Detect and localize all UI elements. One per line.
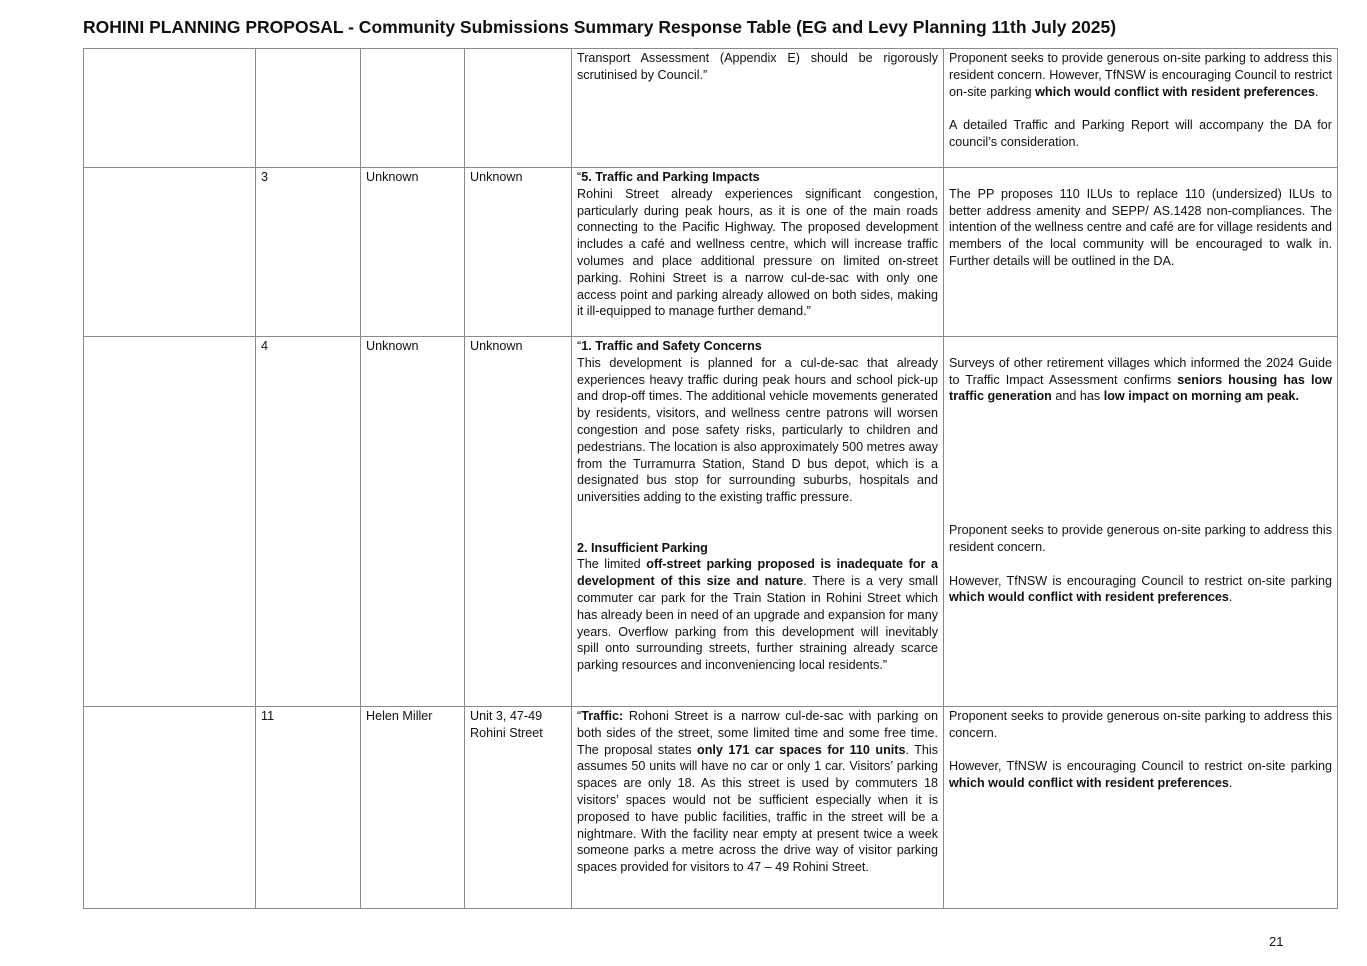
blank-cell [83, 706, 256, 909]
text: . [1315, 84, 1319, 99]
submission-number: 3 [255, 167, 361, 337]
paragraph: A detailed Traffic and Parking Report wi… [949, 117, 1332, 151]
bold-text: which would conflict with resident prefe… [1035, 84, 1316, 99]
submitter-address: Unit 3, 47-49 Rohini Street [464, 706, 572, 909]
submission-text: Transport Assessment (Appendix E) should… [571, 48, 944, 168]
paragraph: The limited off-street parking proposed … [577, 556, 938, 674]
table-row: 11 Helen Miller Unit 3, 47-49 Rohini Str… [83, 706, 1338, 909]
submissions-table: Transport Assessment (Appendix E) should… [83, 48, 1338, 909]
paragraph: However, TfNSW is encouraging Council to… [949, 758, 1332, 792]
table-row: 3 Unknown Unknown “5. Traffic and Parkin… [83, 167, 1338, 337]
text: . This assumes 50 units will have no car… [577, 742, 939, 875]
text: . [1228, 590, 1233, 605]
paragraph: “1. Traffic and Safety Concerns [577, 338, 938, 355]
submitter-address: Unknown [464, 167, 572, 337]
text: . [1228, 776, 1233, 791]
submitter-address: Unknown [464, 336, 572, 707]
submitter-name [360, 48, 465, 168]
paragraph: Proponent seeks to provide generous on-s… [949, 708, 1332, 742]
bold-text: 2. Insufficient Parking [577, 540, 708, 555]
page-number: 21 [1269, 934, 1284, 949]
text: A detailed Traffic and Parking Report wi… [949, 118, 1332, 149]
text: Proponent seeks to provide generous on-s… [949, 709, 1332, 740]
response-text: Surveys of other retirement villages whi… [943, 336, 1338, 707]
blank-cell [83, 336, 256, 707]
text: and has [1051, 389, 1104, 404]
document-title: ROHINI PLANNING PROPOSAL - Community Sub… [83, 17, 1117, 37]
paragraph: This development is planned for a cul-de… [577, 355, 938, 506]
text: “ [577, 709, 582, 723]
blank-cell [83, 167, 256, 337]
paragraph: Rohini Street already experiences signif… [577, 186, 938, 320]
submitter-name: Unknown [360, 167, 465, 337]
paragraph: “Traffic: Rohoni Street is a narrow cul-… [577, 708, 938, 876]
submission-number: 11 [255, 706, 361, 909]
submission-text: “Traffic: Rohoni Street is a narrow cul-… [571, 706, 944, 909]
text: Transport Assessment (Appendix E) should… [577, 51, 938, 82]
text: “ [577, 339, 582, 353]
table-row: Transport Assessment (Appendix E) should… [83, 48, 1338, 168]
bold-text: off-street parking proposed is inadequat… [577, 557, 939, 589]
submission-text: “5. Traffic and Parking Impacts Rohini S… [571, 167, 944, 337]
bold-text: Traffic: [581, 709, 624, 723]
text: “ [577, 170, 582, 184]
paragraph: Transport Assessment (Appendix E) should… [577, 50, 938, 84]
blank-cell [83, 48, 256, 168]
text: Proponent seeks to provide generous on-s… [949, 523, 1332, 554]
paragraph: “5. Traffic and Parking Impacts [577, 169, 938, 186]
bold-text: 1. Traffic and Safety Concerns [581, 339, 762, 353]
response-text: Proponent seeks to provide generous on-s… [943, 706, 1338, 909]
text: However, TfNSW is encouraging Council to… [949, 573, 1332, 588]
text: The PP proposes 110 ILUs to replace 110 … [949, 186, 1332, 268]
paragraph: Proponent seeks to provide generous on-s… [949, 50, 1332, 100]
bold-text: which would conflict with resident prefe… [949, 776, 1229, 791]
submitter-address [464, 48, 572, 168]
text: Rohoni Street is a narrow cul-de-sac wit… [577, 709, 938, 757]
submitter-name: Unknown [360, 336, 465, 707]
text: Surveys of other retirement villages whi… [949, 355, 1332, 387]
text: Proponent seeks to provide generous on-s… [949, 51, 1332, 99]
bold-text: low impact on morning am peak. [1103, 389, 1299, 404]
bold-text: 5. Traffic and Parking Impacts [581, 170, 760, 184]
paragraph: However, TfNSW is encouraging Council to… [949, 573, 1332, 607]
submitter-name: Helen Miller [360, 706, 465, 909]
bold-text: seniors housing has low traffic generati… [949, 372, 1332, 404]
table-row: 4 Unknown Unknown “1. Traffic and Safety… [83, 336, 1338, 707]
text: Rohini Street already experiences signif… [577, 186, 938, 319]
text: The limited [577, 557, 647, 572]
paragraph: Proponent seeks to provide generous on-s… [949, 522, 1332, 556]
paragraph: Surveys of other retirement villages whi… [949, 355, 1332, 405]
paragraph: The PP proposes 110 ILUs to replace 110 … [949, 186, 1332, 270]
text: This development is planned for a cul-de… [577, 355, 938, 505]
response-text: The PP proposes 110 ILUs to replace 110 … [943, 167, 1338, 337]
bold-text: only 171 car spaces for 110 units [697, 742, 906, 757]
response-text: Proponent seeks to provide generous on-s… [943, 48, 1338, 168]
paragraph: 2. Insufficient Parking [577, 540, 938, 557]
submission-number [255, 48, 361, 168]
submission-number: 4 [255, 336, 361, 707]
submission-text: “1. Traffic and Safety Concerns This dev… [571, 336, 944, 707]
bold-text: which would conflict with resident prefe… [949, 590, 1229, 605]
text: However, TfNSW is encouraging Council to… [949, 759, 1332, 774]
text: . There is a very small commuter car par… [577, 574, 938, 673]
